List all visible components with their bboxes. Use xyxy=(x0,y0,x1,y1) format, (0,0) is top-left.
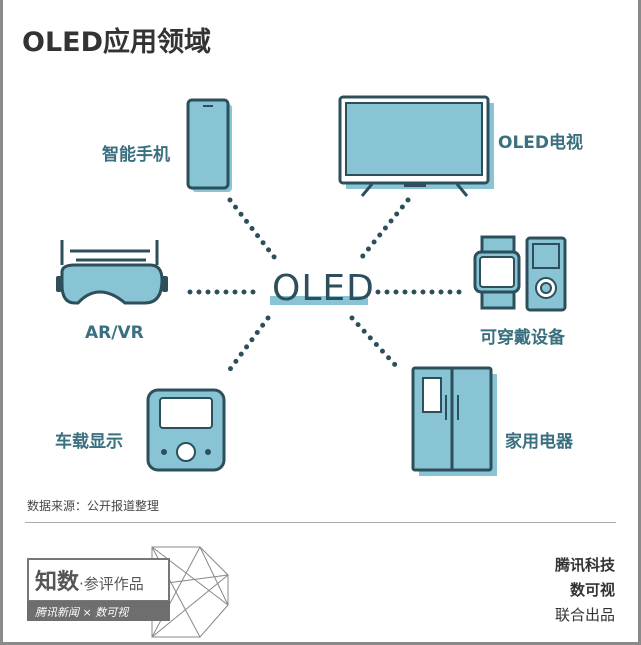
award-badge: 知数·参评作品 xyxy=(27,558,170,602)
center-underline xyxy=(270,296,368,305)
label-smartphone: 智能手机 xyxy=(102,145,170,165)
smartwatch-icon xyxy=(473,235,521,310)
source-note: 数据来源：公开报道整理 xyxy=(27,499,160,513)
diagram xyxy=(56,95,567,476)
tv-icon xyxy=(338,95,494,197)
badge-main: 知数 xyxy=(35,570,80,595)
label-oled-tv: OLED电视 xyxy=(498,133,584,153)
connector-car xyxy=(225,315,271,375)
label-wearables: 可穿戴设备 xyxy=(480,328,565,348)
label-ar-vr: AR/VR xyxy=(85,323,144,343)
connector-tv xyxy=(355,197,411,265)
refrigerator-icon xyxy=(411,366,497,476)
label-appliances: 家用电器 xyxy=(505,432,573,452)
connector-appliance xyxy=(349,315,401,371)
label-car-display: 车载显示 xyxy=(55,432,123,452)
media-player-icon xyxy=(525,236,567,312)
credit-line-1: 腾讯科技 xyxy=(554,556,615,574)
credit-line-2: 数可视 xyxy=(569,581,615,599)
page-title: OLED应用领域 xyxy=(22,27,212,58)
connector-phone xyxy=(227,197,281,265)
smartphone-icon xyxy=(186,98,232,192)
credit-line-3: 联合出品 xyxy=(554,606,615,624)
vr-headset-icon xyxy=(56,240,168,305)
center-label: OLED xyxy=(272,268,375,309)
divider xyxy=(25,522,616,523)
badge-sub: ·参评作品 xyxy=(79,575,144,593)
car-display-icon xyxy=(146,388,226,472)
partners-bar: 腾讯新闻 × 数可视 xyxy=(27,601,170,621)
connector-lines xyxy=(187,197,465,375)
